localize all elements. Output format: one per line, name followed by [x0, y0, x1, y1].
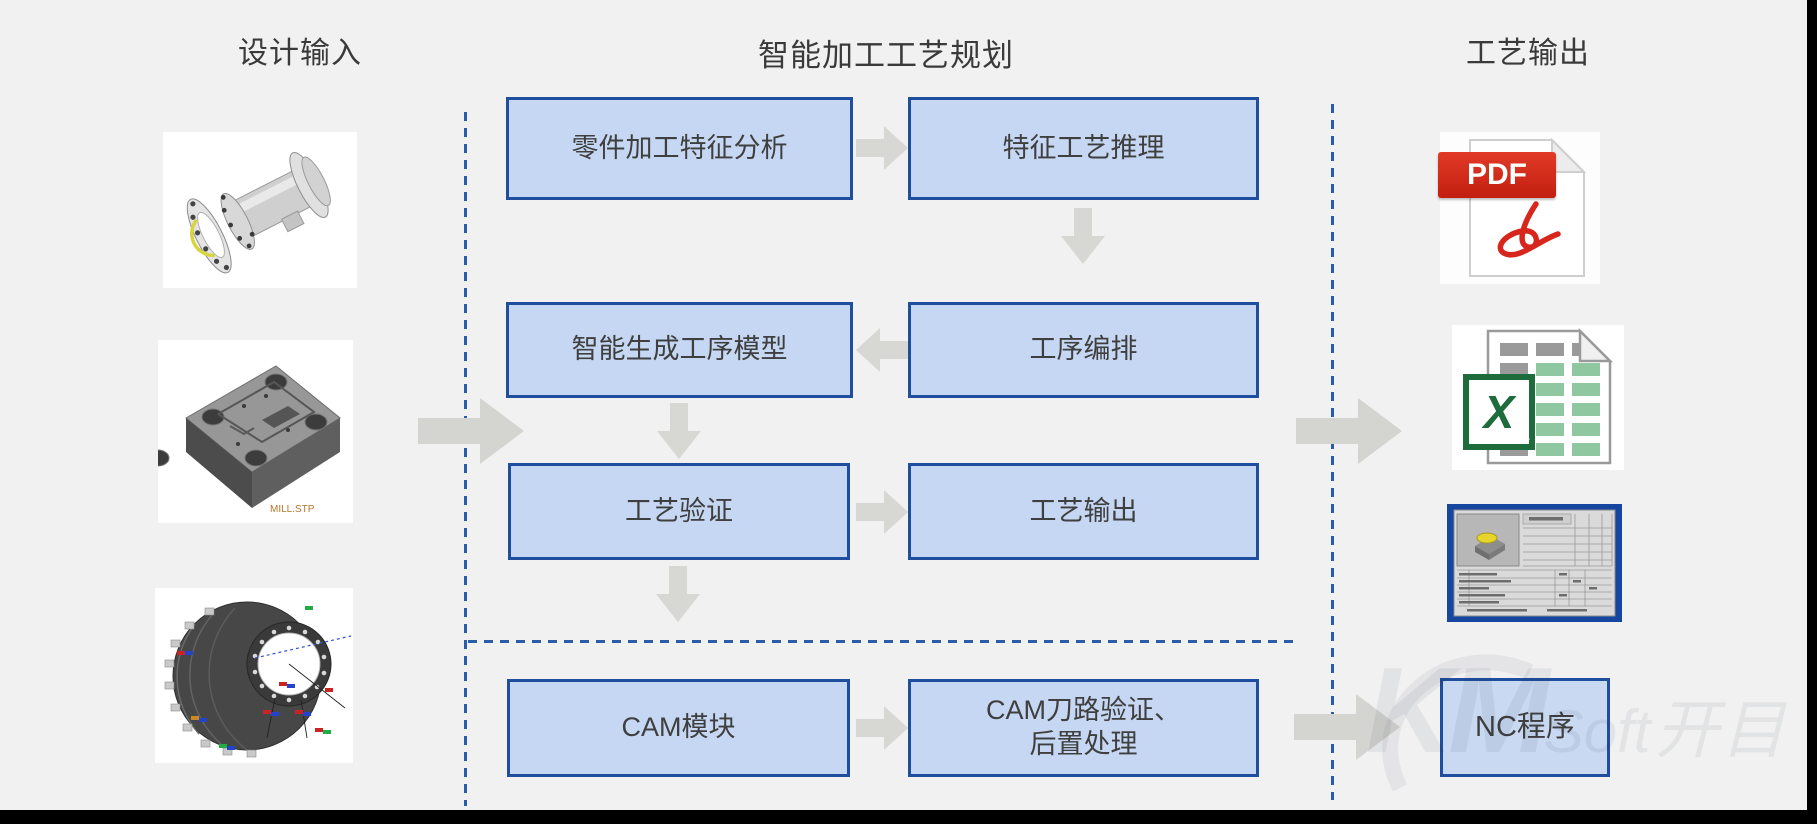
process-output-label: 工艺输出 — [1029, 495, 1138, 526]
feature-analysis-label: 零件加工特征分析 — [571, 132, 788, 163]
excel-x-logo: X — [1466, 377, 1532, 447]
verification-to-cam-arrow — [656, 566, 700, 622]
feature-reasoning-label: 特征工艺推理 — [1002, 132, 1165, 163]
cam-toolpath-box: CAM刀路验证、 后置处理 — [908, 679, 1259, 777]
process-output-title: 工艺输出 — [1466, 37, 1590, 70]
cam-module-label: CAM模块 — [621, 712, 736, 743]
process-card-icon — [1447, 504, 1622, 622]
pdf-badge-label: PDF — [1467, 158, 1527, 191]
input-to-planning-arrow — [418, 398, 524, 464]
cam-toolpath-label-line2: 后置处理 — [1029, 729, 1138, 759]
block-file-caption: MILL.STP — [270, 504, 315, 515]
cam-to-nc-arrow — [1294, 694, 1400, 760]
reasoning-to-sequencing-arrow — [1061, 208, 1105, 264]
nc-program-label: NC程序 — [1475, 711, 1575, 744]
model-to-verification-arrow — [657, 403, 701, 459]
right-letterbox-bar — [1807, 0, 1817, 824]
cam-module-box: CAM模块 — [507, 679, 850, 777]
right-dashed-divider — [1331, 104, 1334, 800]
process-output-box: 工艺输出 — [908, 463, 1259, 560]
process-sequencing-box: 工序编排 — [908, 302, 1259, 398]
flanged-shaft-cad-model — [163, 132, 357, 288]
horizontal-dashed-divider — [468, 640, 1300, 643]
planning-to-output-arrow — [1296, 398, 1402, 464]
excel-x-glyph: X — [1483, 386, 1515, 438]
left-dashed-divider — [464, 112, 467, 806]
excel-document-icon: X — [1452, 325, 1624, 470]
process-verification-box: 工艺验证 — [508, 463, 850, 560]
feature-reasoning-box: 特征工艺推理 — [908, 97, 1259, 200]
pdf-document-icon: PDF — [1438, 132, 1600, 284]
analysis-to-reasoning-arrow — [856, 126, 908, 170]
engine-casing-drawing — [155, 588, 353, 763]
design-input-title: 设计输入 — [238, 37, 362, 70]
sequencing-to-model-arrow — [856, 328, 908, 372]
feature-analysis-box: 零件加工特征分析 — [506, 97, 853, 200]
cam-to-toolpath-arrow — [856, 706, 908, 750]
nc-program-box: NC程序 — [1440, 678, 1610, 777]
pdf-badge: PDF — [1438, 152, 1556, 198]
process-card-drawing — [1447, 504, 1622, 622]
engine-casing-cad-model — [155, 588, 353, 763]
process-verification-label: 工艺验证 — [625, 495, 733, 526]
process-planning-title: 智能加工工艺规划 — [758, 38, 1014, 73]
watermark-kaimu: 开目 — [1654, 694, 1787, 766]
flanged-shaft-drawing — [163, 132, 357, 288]
model-generation-label: 智能生成工序模型 — [571, 334, 788, 365]
verification-to-output-arrow — [856, 490, 908, 534]
machined-block-cad-model: MILL.STP — [146, 340, 353, 523]
excel-page-drawing — [1463, 327, 1614, 465]
cam-toolpath-label-line1: CAM刀路验证、 — [986, 695, 1181, 726]
bottom-letterbox-bar — [0, 810, 1817, 824]
process-sequencing-label: 工序编排 — [1029, 334, 1138, 365]
model-generation-box: 智能生成工序模型 — [506, 302, 853, 398]
machined-block-drawing: MILL.STP — [146, 340, 353, 523]
